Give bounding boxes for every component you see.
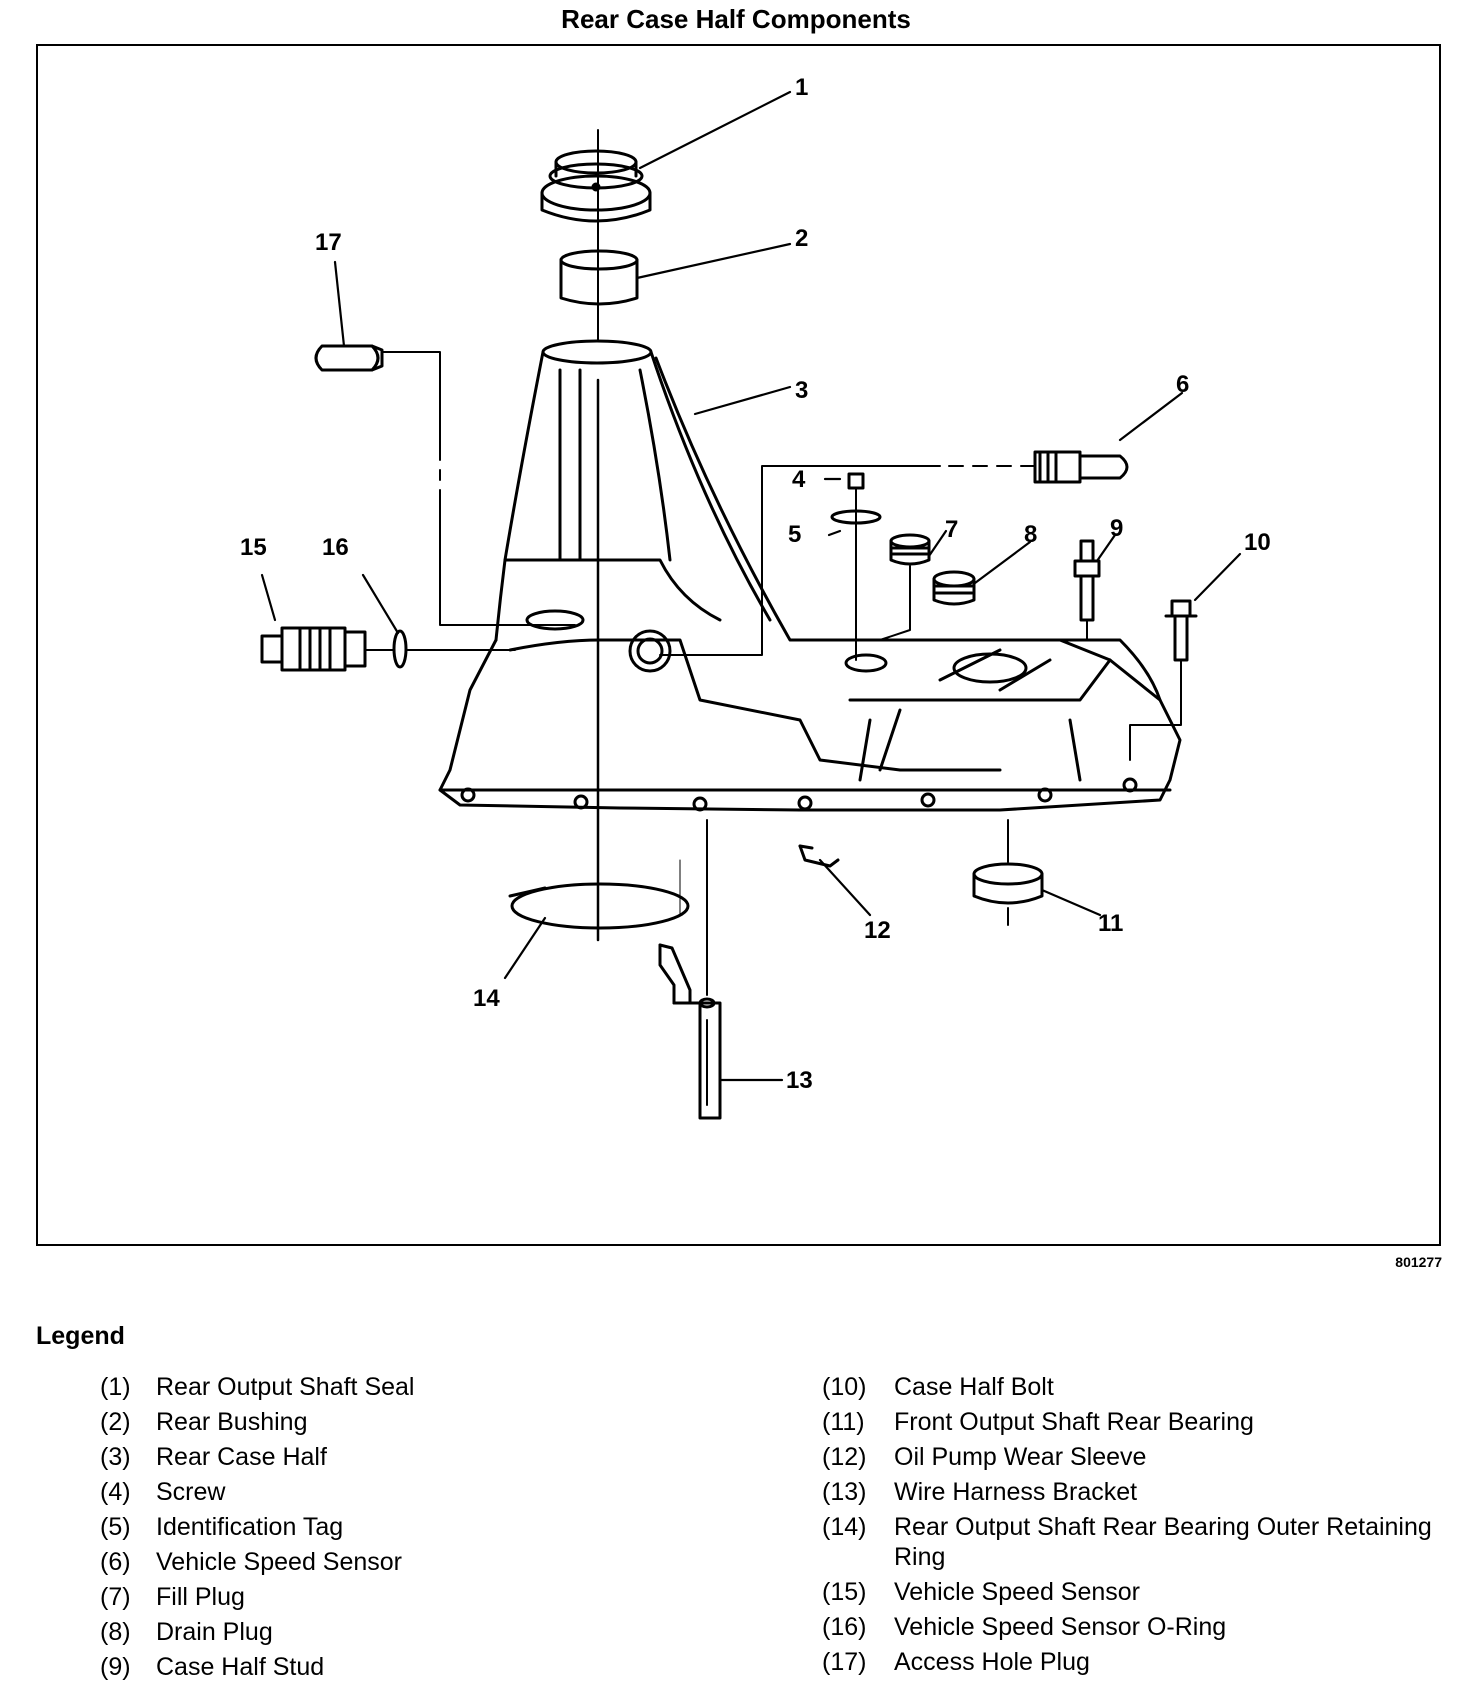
legend-label: Oil Pump Wear Sleeve xyxy=(894,1443,1147,1471)
rear-case-half-part xyxy=(438,339,1182,812)
legend-label: Fill Plug xyxy=(156,1583,245,1611)
legend-number: (6) xyxy=(100,1548,131,1576)
legend-item: (3) Rear Case Half xyxy=(100,1440,720,1475)
callout-9: 9 xyxy=(1110,515,1123,542)
case-half-stud-part xyxy=(1073,539,1101,641)
legend-label: Rear Output Shaft Seal xyxy=(156,1373,415,1401)
callout-12: 12 xyxy=(864,917,891,944)
callout-16: 16 xyxy=(322,534,349,561)
legend-right-column: (10) Case Half Bolt (11) Front Output Shaf… xyxy=(822,1370,1442,1680)
figure-id: 801277 xyxy=(1395,1254,1442,1270)
legend-label: Vehicle Speed Sensor xyxy=(156,1548,403,1576)
callout-8: 8 xyxy=(1024,521,1037,548)
callout-6: 6 xyxy=(1176,371,1189,398)
legend-number: (17) xyxy=(822,1648,867,1676)
diagram-frame xyxy=(36,44,1441,1246)
retaining-ring-part xyxy=(508,882,690,930)
callout-1: 1 xyxy=(795,74,808,101)
legend-item: (2) Rear Bushing xyxy=(100,1405,720,1440)
legend-item: (11) Front Output Shaft Rear Bearing xyxy=(822,1405,1442,1440)
callout-5: 5 xyxy=(788,521,801,548)
callout-labels: 1 2 3 4 5 6 7 8 9 10 11 12 13 14 15 16 1… xyxy=(240,74,1271,1094)
exploded-view-diagram: 1 2 3 4 5 6 7 8 9 10 11 12 13 14 15 16 1… xyxy=(240,74,1271,1120)
legend-label: Access Hole Plug xyxy=(894,1648,1090,1676)
legend-number: (9) xyxy=(100,1653,131,1681)
drain-plug-part xyxy=(932,570,976,606)
legend-number: (2) xyxy=(100,1408,131,1436)
fill-plug-part xyxy=(879,533,931,641)
legend-number: (13) xyxy=(822,1478,867,1506)
legend-item: (12) Oil Pump Wear Sleeve xyxy=(822,1440,1442,1475)
legend-label: Rear Output Shaft Rear Bearing Outer Ret… xyxy=(894,1513,1432,1571)
legend-label: Vehicle Speed Sensor xyxy=(894,1578,1141,1606)
legend-item: (17) Access Hole Plug xyxy=(822,1645,1442,1680)
legend-label: Identification Tag xyxy=(156,1513,344,1541)
screw-and-tag-part xyxy=(830,472,882,661)
front-output-shaft-rear-bearing-part xyxy=(972,819,1044,926)
legend-label: Case Half Bolt xyxy=(894,1373,1054,1401)
legend-label: Case Half Stud xyxy=(156,1653,325,1681)
callout-15: 15 xyxy=(240,534,267,561)
legend-heading: Legend xyxy=(36,1322,125,1350)
diagram-title: Rear Case Half Components xyxy=(561,4,911,34)
callout-7: 7 xyxy=(945,516,958,543)
legend-item: (13) Wire Harness Bracket xyxy=(822,1475,1442,1510)
legend-number: (3) xyxy=(100,1443,131,1471)
legend-number: (7) xyxy=(100,1583,131,1611)
legend-number: (1) xyxy=(100,1373,131,1401)
legend-item: (14) Rear Output Shaft Rear Bearing Outer… xyxy=(822,1510,1442,1575)
case-half-bolt-part xyxy=(1129,599,1198,761)
callout-4: 4 xyxy=(792,466,806,493)
legend-number: (4) xyxy=(100,1478,131,1506)
legend-label: Screw xyxy=(156,1478,226,1506)
legend-item: (1) Rear Output Shaft Seal xyxy=(100,1370,720,1405)
legend-number: (15) xyxy=(822,1578,867,1606)
legend-number: (12) xyxy=(822,1443,867,1471)
legend-item: (9) Case Half Stud xyxy=(100,1650,720,1685)
legend-item: (15) Vehicle Speed Sensor xyxy=(822,1575,1442,1610)
callout-17: 17 xyxy=(315,229,342,256)
callout-13: 13 xyxy=(786,1067,813,1094)
legend-number: (8) xyxy=(100,1618,131,1646)
legend-item: (10) Case Half Bolt xyxy=(822,1370,1442,1405)
legend-left-column: (1) Rear Output Shaft Seal (2) Rear Bushin… xyxy=(100,1370,720,1685)
legend-label: Front Output Shaft Rear Bearing xyxy=(894,1408,1254,1436)
legend-item: (6) Vehicle Speed Sensor xyxy=(100,1545,720,1580)
legend-number: (14) xyxy=(822,1513,867,1541)
legend-item: (4) Screw xyxy=(100,1475,720,1510)
legend-label: Vehicle Speed Sensor O-Ring xyxy=(894,1613,1227,1641)
legend-number: (16) xyxy=(822,1613,867,1641)
legend-label: Rear Case Half xyxy=(156,1443,327,1471)
legend-number: (11) xyxy=(822,1408,865,1436)
callout-3: 3 xyxy=(795,377,808,404)
callout-10: 10 xyxy=(1244,529,1271,556)
rear-output-shaft-seal-part xyxy=(540,149,652,223)
legend-item: (16) Vehicle Speed Sensor O-Ring xyxy=(822,1610,1442,1645)
wire-harness-bracket-part xyxy=(658,819,722,1120)
legend-item: (7) Fill Plug xyxy=(100,1580,720,1615)
access-hole-plug-part xyxy=(314,344,576,626)
legend-number: (10) xyxy=(822,1373,867,1401)
callout-11: 11 xyxy=(1098,910,1123,937)
legend-label: Wire Harness Bracket xyxy=(894,1478,1138,1506)
callout-14: 14 xyxy=(473,985,500,1012)
oil-pump-wear-sleeve-part xyxy=(798,844,840,868)
legend-item: (8) Drain Plug xyxy=(100,1615,720,1650)
legend-item: (5) Identification Tag xyxy=(100,1510,720,1545)
side-vehicle-speed-sensor-part xyxy=(260,626,367,672)
legend-label: Rear Bushing xyxy=(156,1408,308,1436)
callout-2: 2 xyxy=(795,225,808,252)
vehicle-speed-sensor-part xyxy=(659,450,1129,656)
legend-label: Drain Plug xyxy=(156,1618,273,1646)
o-ring-part xyxy=(364,629,516,669)
legend-number: (5) xyxy=(100,1513,131,1541)
leader-lines xyxy=(260,90,1242,1082)
